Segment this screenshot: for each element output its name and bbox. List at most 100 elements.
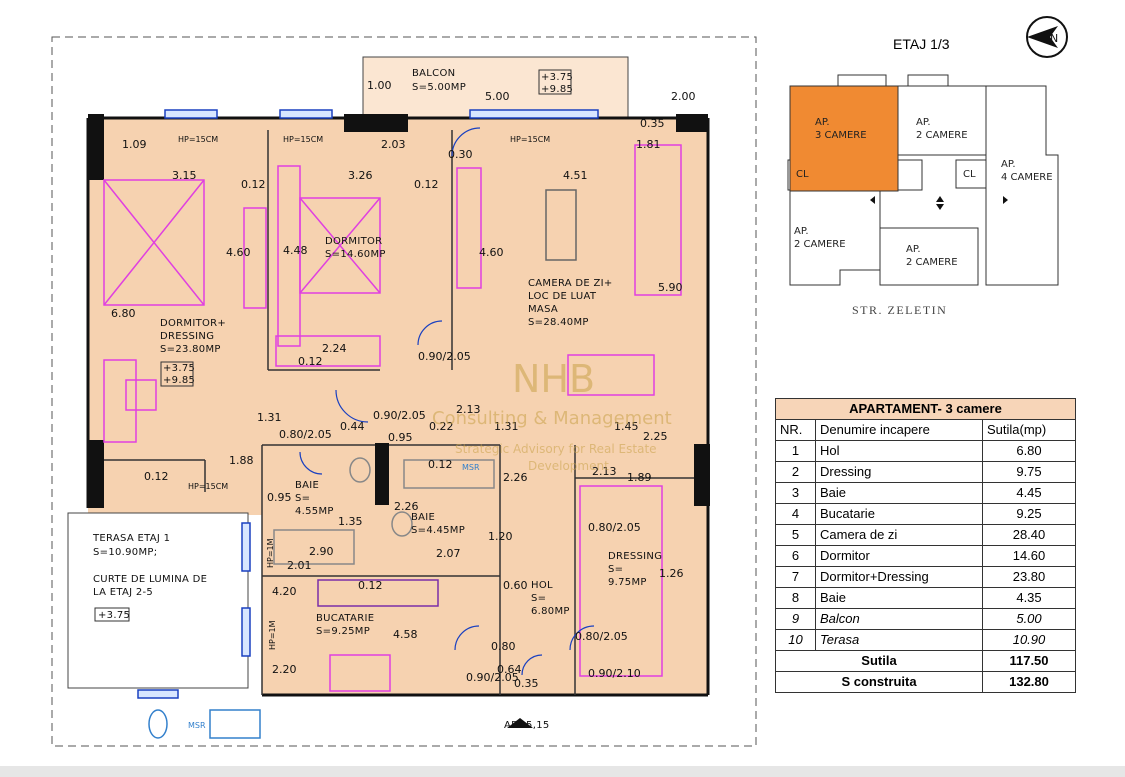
row-area: 9.75 [982, 461, 1076, 483]
keyplan-highlight-unit [789, 85, 899, 192]
desk [275, 335, 381, 367]
table-low [545, 189, 577, 261]
hp-label: HP=15CM [188, 482, 228, 491]
master-bedroom-area: S=23.80MP [160, 344, 221, 355]
dimension-label: 2.26 [394, 500, 419, 513]
kp-ap3-2: 3 CAMERE [815, 130, 867, 141]
kp-ap2a-1: AP. [916, 117, 931, 128]
master-bedroom-name-2: DRESSING [160, 331, 214, 342]
watermark-logo: NHB [512, 357, 595, 401]
kp-ap4-2: 4 CAMERE [1001, 172, 1053, 183]
interior-walls [104, 130, 694, 695]
furniture [103, 144, 682, 739]
dimension-label: 1.31 [257, 411, 282, 424]
toilet [391, 511, 413, 537]
bath1-area-2: 4.55MP [295, 506, 334, 517]
row-nr: 9 [775, 608, 816, 630]
row-name: Balcon [815, 608, 983, 630]
hp1m-label: HP=1M [268, 620, 277, 650]
terrace-line-2: S=10.90MP; [93, 547, 157, 558]
dimension-label: 0.12 [144, 470, 169, 483]
dimension-label: 2.90 [309, 545, 334, 558]
wardrobe [103, 359, 137, 443]
row-name: Baie [815, 482, 983, 504]
dimension-label: 6.80 [111, 307, 136, 320]
chair [125, 379, 157, 411]
dimension-label: 1.89 [627, 471, 652, 484]
shower [403, 459, 495, 489]
watermark-line-1: Consulting & Management [432, 408, 672, 429]
row-nr: 2 [775, 461, 816, 483]
row-area: 5.00 [982, 608, 1076, 630]
terrace-line-4: LA ETAJ 2-5 [93, 587, 153, 598]
dimension-label: 1.20 [488, 530, 513, 543]
doors [299, 127, 595, 676]
bed [299, 197, 381, 294]
dimension-label: 0.90/2.05 [373, 409, 426, 422]
watermark: NHB Consulting & Management Strategic Ad… [432, 357, 672, 473]
kp-ap2c-1: AP. [906, 244, 921, 255]
kp-cl-2: CL [963, 169, 976, 180]
bath2-name: BAIE [411, 512, 435, 523]
dimension-label: 3.26 [348, 169, 373, 182]
hp1m-label: HP=1M [266, 538, 275, 568]
dimension-label: 0.90/2.10 [588, 667, 641, 680]
entrance-arrow [507, 718, 533, 728]
dining-table [567, 354, 655, 396]
dimension-label: 0.22 [429, 420, 454, 433]
terrace-area [67, 512, 249, 689]
dimension-label: 4.51 [563, 169, 588, 182]
bedroom-name: DORMITOR [325, 236, 382, 247]
bath1-area: S= [295, 493, 310, 504]
living-area: S=28.40MP [528, 317, 589, 328]
sconstr-label: S construita [775, 671, 983, 693]
wall-pier [694, 444, 710, 506]
wall-pier [88, 114, 104, 180]
terrace-level: +3.75 [98, 610, 130, 621]
bedroom-area: S=14.60MP [325, 249, 386, 260]
hp-label: HP=15CM [510, 135, 550, 144]
row-nr: 3 [775, 482, 816, 504]
table-header-area: Sutila(mp) [982, 419, 1076, 441]
dimension-label: 1.26 [659, 567, 684, 580]
dimension-label: 1.09 [122, 138, 147, 151]
dimension-label: 4.20 [272, 585, 297, 598]
bed-master [103, 179, 205, 306]
dimension-label: 0.90/2.05 [418, 350, 471, 363]
dimension-label: 1.35 [338, 515, 363, 528]
table-header-nr: NR. [775, 419, 816, 441]
kp-ap2a-2: 2 CAMERE [916, 130, 968, 141]
watermark-line-2: Strategic Advisory for Real Estate [455, 442, 657, 456]
bath2-area: S=4.45MP [411, 525, 465, 536]
sutila-value: 117.50 [982, 650, 1076, 672]
plot-boundary [51, 36, 757, 747]
kp-ap2b-2: 2 CAMERE [794, 239, 846, 250]
row-area: 4.35 [982, 587, 1076, 609]
kitchen-counter [317, 579, 439, 607]
hall-area-2: 6.80MP [531, 606, 570, 617]
dimension-label: 2.13 [592, 465, 617, 478]
dimension-label: 0.64 [497, 663, 522, 676]
dressing-area: S= [608, 564, 623, 575]
key-plan [787, 74, 1059, 286]
row-area: 9.25 [982, 503, 1076, 525]
dimension-label: 3.15 [172, 169, 197, 182]
compass-icon: N [1026, 16, 1068, 58]
watermark-line-3: Development [528, 459, 609, 473]
balcony-level-1: +3.75 [541, 72, 573, 83]
kp-ap2c-2: 2 CAMERE [906, 257, 958, 268]
wardrobe [243, 207, 267, 309]
dimension-label: 2.01 [287, 559, 312, 572]
dimension-label: 1.81 [636, 138, 661, 151]
terrace-line-3: CURTE DE LUMINA DE [93, 574, 207, 585]
